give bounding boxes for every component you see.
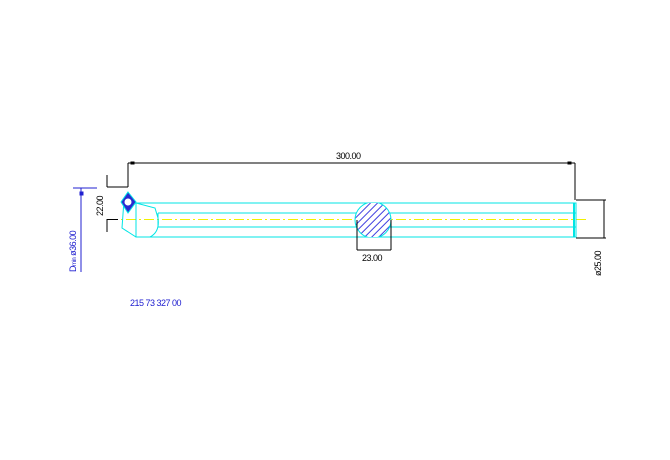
section-dimension <box>356 220 392 251</box>
insert-icon <box>120 191 137 214</box>
length-dimension <box>107 161 576 200</box>
part-number: 215 73 327 00 <box>130 298 182 308</box>
min-bore-label: Dminø36.00 <box>68 230 78 272</box>
length-label: 300.00 <box>336 151 361 161</box>
cross-section <box>354 203 392 237</box>
offset-dimension <box>106 175 118 232</box>
min-bore-dimension <box>73 187 97 272</box>
boring-bar-body <box>121 199 577 238</box>
section-label: 23.00 <box>362 253 383 263</box>
shank-label: ø25.00 <box>593 250 603 276</box>
offset-label: 22.00 <box>95 195 105 216</box>
shank-dimension <box>576 199 606 239</box>
